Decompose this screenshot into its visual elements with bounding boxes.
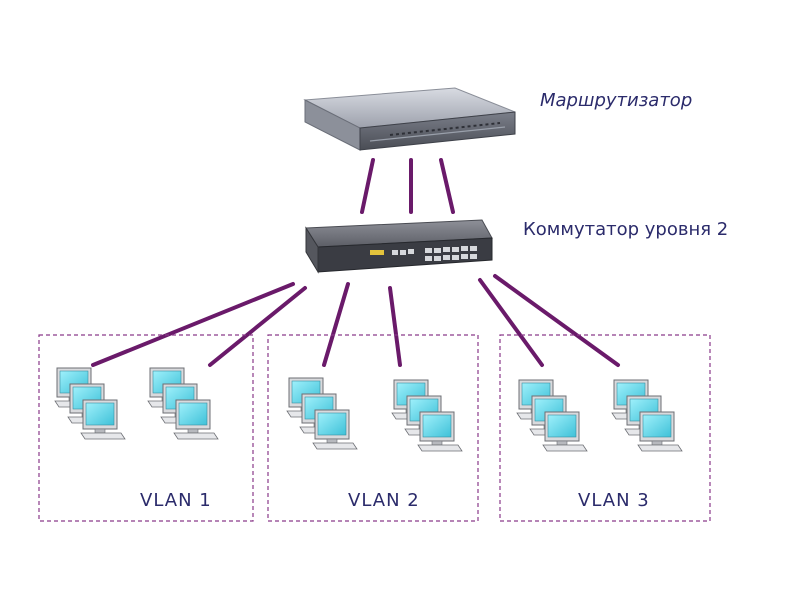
computer-stack-icon bbox=[517, 380, 587, 451]
vlan2-computers bbox=[287, 378, 462, 451]
downlink-links bbox=[91, 274, 620, 367]
downlink-vlan2-b bbox=[388, 286, 402, 367]
vlan-label-2: VLAN 2 bbox=[348, 490, 420, 511]
vlan3-computers bbox=[517, 380, 682, 451]
switch-label: Коммутатор уровня 2 bbox=[523, 219, 729, 240]
downlink-vlan1-a bbox=[91, 282, 295, 367]
computer-stack-icon bbox=[55, 368, 125, 439]
computer-stack-icon bbox=[612, 380, 682, 451]
vlan1-computers bbox=[55, 368, 218, 439]
uplink-3 bbox=[439, 158, 455, 214]
vlan-box-3 bbox=[499, 334, 711, 522]
vlan-box-2 bbox=[267, 334, 479, 522]
downlink-vlan3-b bbox=[493, 274, 620, 367]
vlan-boxes bbox=[38, 334, 711, 522]
computer-stack-icon bbox=[392, 380, 462, 451]
router-icon bbox=[303, 87, 516, 151]
router-label: Маршрутизатор bbox=[540, 90, 693, 111]
vlan-label-3: VLAN 3 bbox=[578, 490, 650, 511]
vlan-label-1: VLAN 1 bbox=[140, 490, 212, 511]
uplink-1 bbox=[360, 158, 375, 214]
downlink-vlan2-a bbox=[322, 282, 350, 367]
vlan-box-1 bbox=[38, 334, 254, 522]
downlink-vlan1-b bbox=[208, 286, 307, 367]
switch-icon bbox=[305, 219, 493, 274]
uplink-links bbox=[360, 158, 455, 214]
computer-stack-icon bbox=[148, 368, 218, 439]
computer-stack-icon bbox=[287, 378, 357, 449]
downlink-vlan3-a bbox=[478, 278, 544, 367]
